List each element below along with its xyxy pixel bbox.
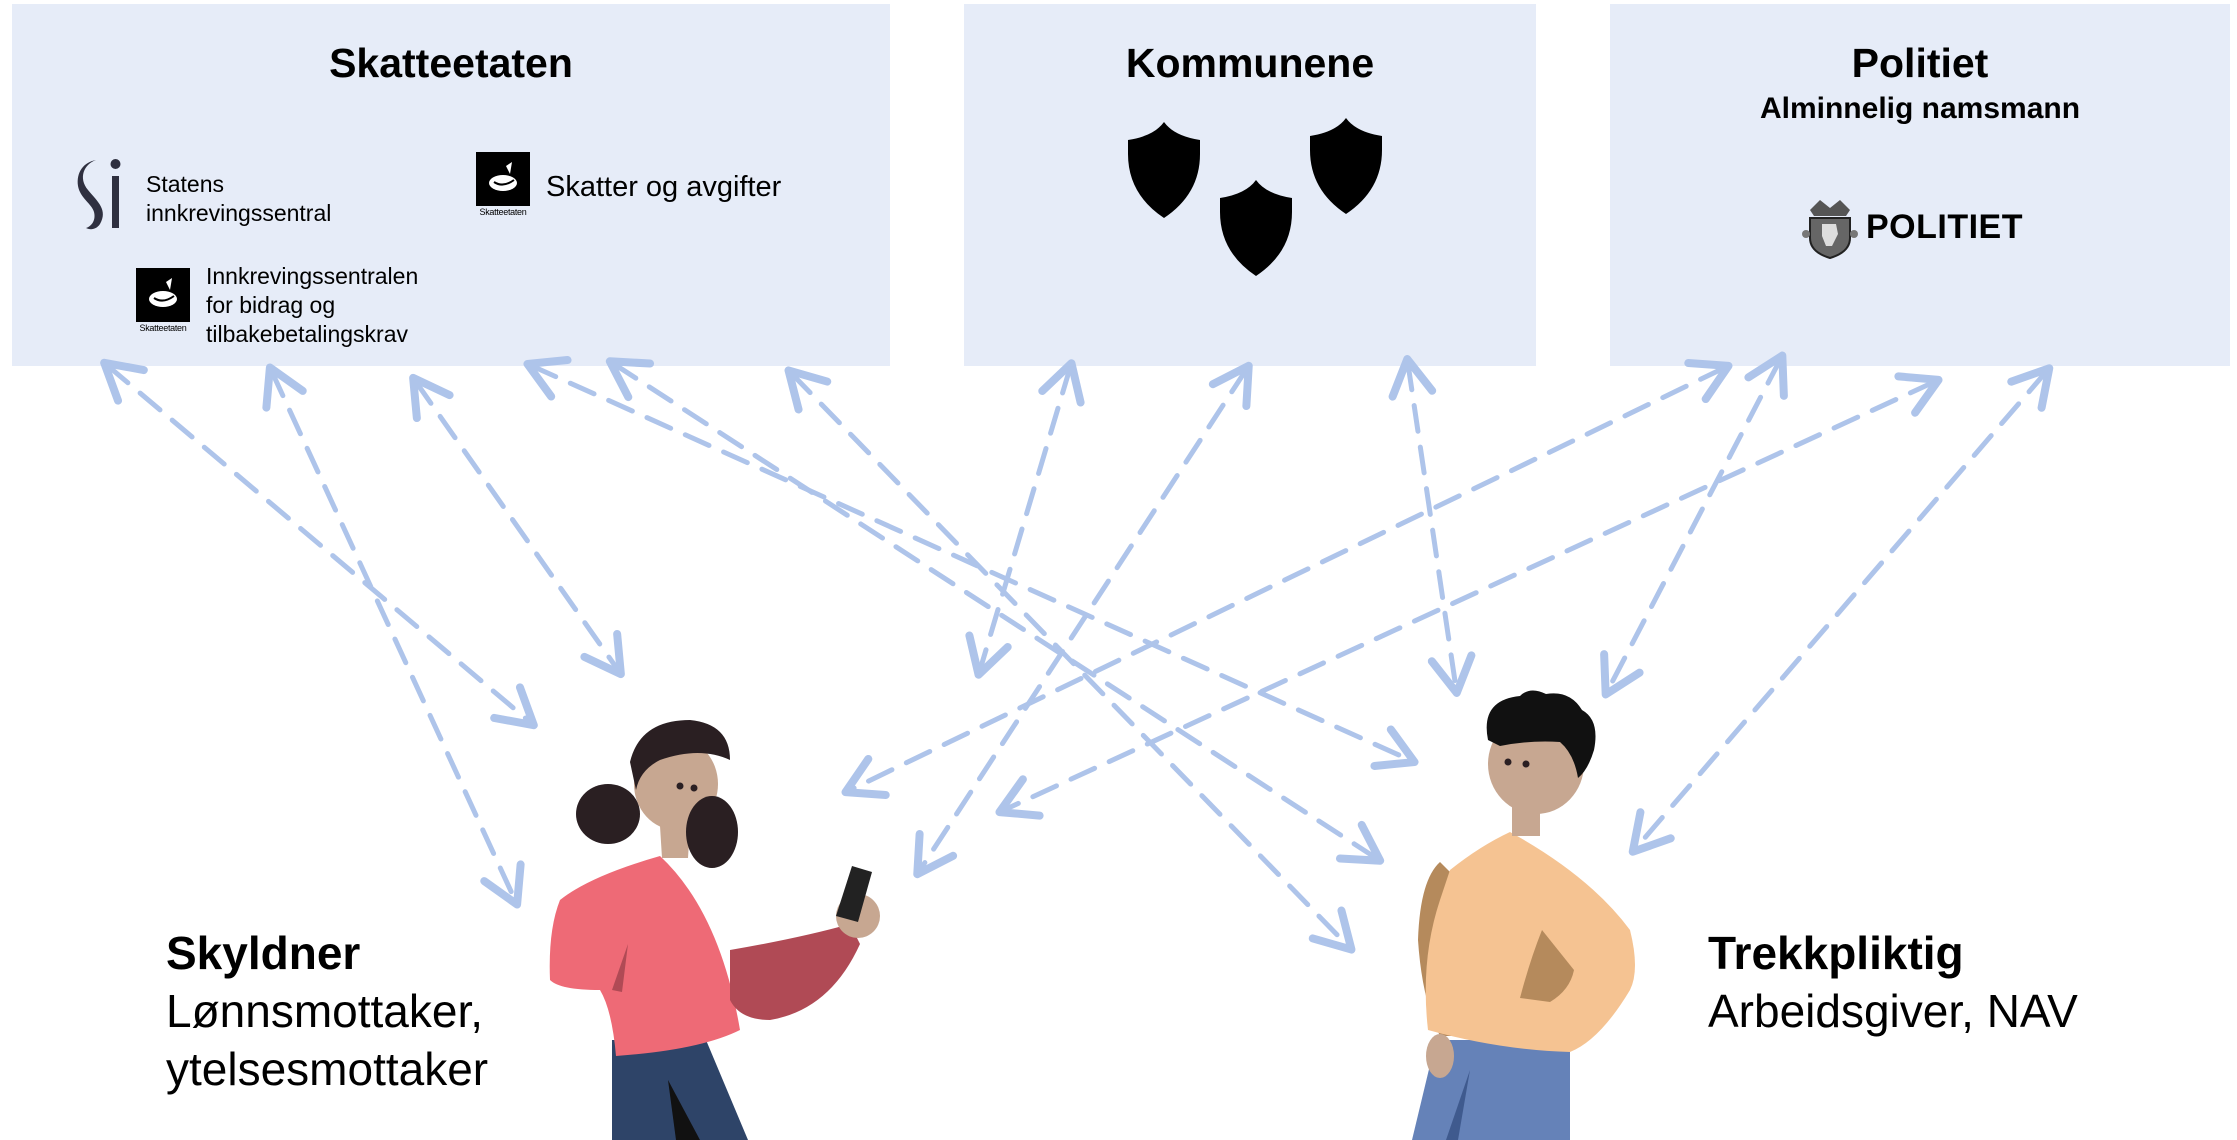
logo-caption: Skatteetaten [479,207,527,217]
agency-line: Skatter og avgifter [546,171,782,203]
agency-skatter-og-avgifter: Skatteetaten Skatter og avgifter [476,152,781,218]
arrow [841,359,1733,799]
skyldner-title: Skyldner [166,927,361,979]
logo-caption: Skatteetaten [139,323,187,333]
politiet-subtitle: Alminnelig namsmann [1759,92,2081,125]
agency-line: tilbakebetalingskrav [206,321,409,347]
arrow [523,356,1419,770]
trekkpliktig-line: Arbeidsgiver, NAV [1708,985,2078,1037]
politiet-title: Politiet [1851,40,1989,86]
skyldner-line: Lønnsmottaker, [166,985,484,1037]
arrow [1628,364,2054,856]
agency-line: innkrevingssentral [146,200,332,226]
arrow [913,361,1253,879]
skatteetaten-title: Skatteetaten [329,40,573,86]
arrow [1388,355,1476,697]
trekkpliktig-title: Trekkpliktig [1708,927,1964,979]
skatteetaten-logo-icon: Skatteetaten [136,268,190,334]
arrow [100,358,538,730]
agency-line: for bidrag og [206,292,336,318]
arrow [965,359,1085,679]
agency-line: Statens [146,171,224,197]
kommunene-title: Kommunene [1125,40,1375,86]
skyldner-label: Skyldner Lønnsmottaker, ytelsesmottaker [166,924,488,1098]
skatteetaten-box: Skatteetaten Statens innkrevingssentral … [12,4,890,366]
shield-icon [1310,118,1382,214]
agency-innkrevingssentralen: Skatteetaten Innkrevingssentralen for bi… [136,262,418,349]
politiet-logo-text: POLITIET [1866,207,2023,246]
arrow [995,372,1943,820]
si-logo-icon [77,159,121,230]
shield-icon [1220,180,1292,276]
politiet-box: Politiet Alminnelig namsmann POLITIET [1610,4,2230,366]
police-crest-icon [1802,200,1858,260]
kommunene-box: Kommunene [964,4,1536,366]
arrow [784,366,1356,954]
skyldner-line: ytelsesmottaker [166,1043,489,1095]
shields-group [1128,118,1382,276]
agency-statens-innkrevingssentral: Statens innkrevingssentral [74,154,331,232]
trekkpliktig-label: Trekkpliktig Arbeidsgiver, NAV [1708,924,2078,1040]
arrow [409,373,625,679]
skatteetaten-logo-icon: Skatteetaten [476,152,530,218]
arrow [262,363,525,909]
shield-icon [1128,122,1200,218]
politiet-logo: POLITIET [1802,194,2023,260]
agency-line: Innkrevingssentralen [206,263,419,289]
